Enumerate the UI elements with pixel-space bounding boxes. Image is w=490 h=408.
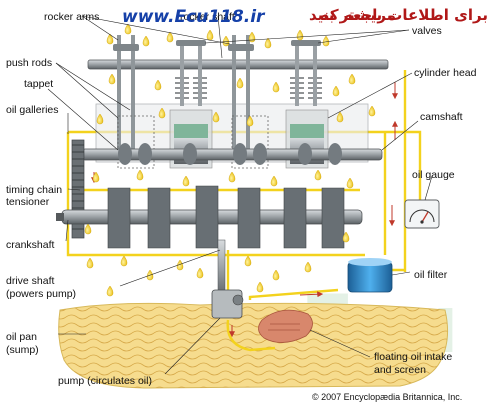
label-timing-chain-1: timing chain <box>6 184 62 196</box>
label-oil-pan-1: oil pan <box>6 331 37 343</box>
oil-pan <box>58 302 449 389</box>
label-rocker-shaft: rocker shaft <box>180 11 235 23</box>
oil-drop-icon <box>96 113 104 125</box>
push-rod <box>117 35 250 155</box>
oil-drop-icon <box>108 73 116 85</box>
oil-drop-icon <box>244 255 252 267</box>
label-cylinder-head: cylinder head <box>414 67 477 79</box>
oil-drop-icon <box>222 35 230 47</box>
oil-drop-icon <box>106 285 114 297</box>
label-oil-galleries: oil galleries <box>6 104 59 116</box>
oil-drop-icon <box>106 33 114 45</box>
label-pump: pump (circulates oil) <box>58 375 152 387</box>
oil-drop-icon <box>248 31 256 43</box>
oil-drop-icon <box>342 231 350 243</box>
floating-oil-intake <box>258 309 313 343</box>
oil-drop-icon <box>332 85 340 97</box>
oil-drop-icon <box>154 79 162 91</box>
oil-drop-icon <box>236 77 244 89</box>
oil-drop-icon <box>120 255 128 267</box>
label-drive-shaft-2: (powers pump) <box>6 288 76 300</box>
label-push-rods: push rods <box>6 57 52 69</box>
label-rocker-arms: rocker arms <box>44 11 99 23</box>
oil-drop-icon <box>368 105 376 117</box>
label-oil-pan-2: (sump) <box>6 344 39 356</box>
oil-drop-icon <box>124 23 132 35</box>
oil-drop-icon <box>206 29 214 41</box>
labels: rocker arms rocker shaft valves push rod… <box>6 11 477 402</box>
oil-drop-icon <box>256 281 264 293</box>
oil-filter <box>347 258 393 293</box>
oil-drop-icon <box>142 35 150 47</box>
oil-gauge <box>404 199 440 229</box>
oil-drop-icon <box>314 169 322 181</box>
valve-stems <box>180 44 317 106</box>
oil-drop-icon <box>304 261 312 273</box>
oil-drop-icon <box>296 29 304 41</box>
label-oil-gauge: oil gauge <box>412 169 455 181</box>
oil-drop-icon <box>166 31 174 43</box>
oil-drop-icon <box>272 269 280 281</box>
label-oil-filter: oil filter <box>414 269 448 281</box>
oil-drop-icon <box>346 177 354 189</box>
drive-shaft <box>217 239 226 299</box>
camshaft <box>81 143 383 165</box>
banner-url: www.Ecu118.ir <box>122 7 266 27</box>
gauge-icon <box>409 209 435 224</box>
rocker-arms <box>113 40 321 51</box>
label-drive-shaft-1: drive shaft <box>6 275 55 287</box>
oil-drops <box>84 23 376 297</box>
oil-drop-icon <box>272 81 280 93</box>
top-banner: مراجعه کنید برای اطلاعات بیشتر به www.Ec… <box>122 6 488 27</box>
crankshaft <box>56 185 363 249</box>
oil-drop-icon <box>92 171 100 183</box>
label-tappet: tappet <box>24 78 53 90</box>
oil-drop-icon <box>176 259 184 271</box>
oil-drop-icon <box>264 37 272 49</box>
oil-drop-icon <box>182 175 190 187</box>
oil-drop-icon <box>212 111 220 123</box>
leader-lines <box>47 15 433 375</box>
oil-drop-icon <box>246 115 254 127</box>
oil-pump <box>211 289 244 319</box>
label-valves: valves <box>412 25 442 37</box>
label-floating-intake-2: and screen <box>374 364 426 376</box>
oil-drop-icon <box>196 267 204 279</box>
oil-drop-icon <box>270 175 278 187</box>
oil-drop-icon <box>322 35 330 47</box>
label-camshaft: camshaft <box>420 111 463 123</box>
oil-drop-icon <box>136 169 144 181</box>
label-timing-chain-2: tensioner <box>6 196 50 208</box>
oil-drop-icon <box>348 73 356 85</box>
oil-drop-icon <box>228 171 236 183</box>
oil-drop-icon <box>336 111 344 123</box>
oil-drop-icon <box>84 223 92 235</box>
valve-train <box>113 35 322 155</box>
oil-drop-icon <box>86 257 94 269</box>
banner-persian-right: برای اطلاعات بیشتر به <box>320 6 488 24</box>
banner-persian-left: مراجعه کنید <box>309 6 396 24</box>
label-crankshaft: crankshaft <box>6 239 55 251</box>
label-floating-intake-1: floating oil intake <box>374 351 452 363</box>
flow-arrow-icon <box>299 291 324 298</box>
copyright: © 2007 Encyclopædia Britannica, Inc. <box>312 392 462 402</box>
oil-drop-icon <box>158 107 166 119</box>
